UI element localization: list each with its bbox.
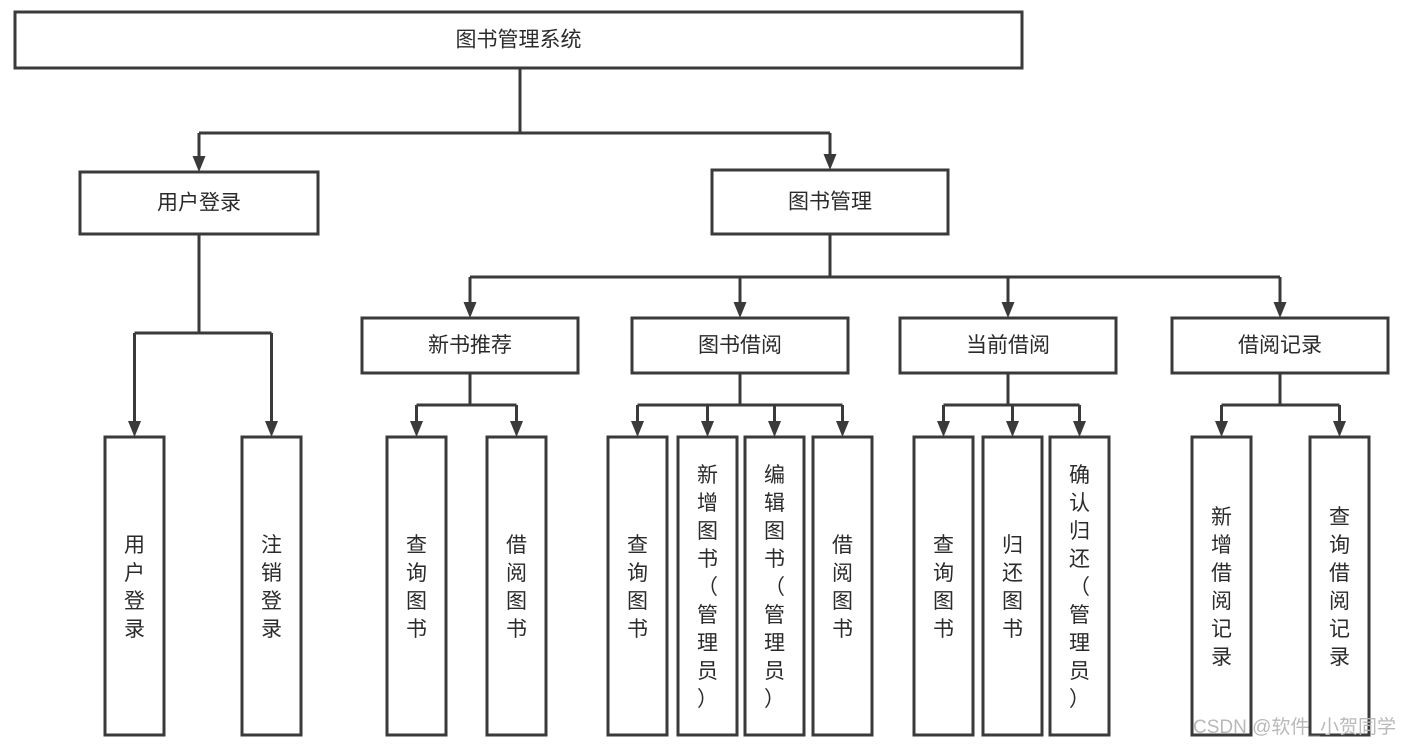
node-level2-new-book-recommend[interactable]: 新书推荐	[360, 316, 580, 375]
node-box[interactable]	[898, 316, 1118, 375]
node-box[interactable]	[1170, 316, 1390, 375]
node-box[interactable]	[485, 435, 548, 737]
arrow-head-icon	[1006, 421, 1019, 437]
node-leaf-leaf-edit-book-admin[interactable]: 编辑图书（管理员）	[743, 435, 806, 737]
node-label: 查询图书	[933, 534, 954, 641]
node-box[interactable]	[1190, 435, 1253, 737]
node-leaf-leaf-return-book[interactable]: 归还图书	[981, 435, 1044, 737]
nodes-layer: 图书管理系统用户登录图书管理新书推荐图书借阅当前借阅借阅记录用户登录注销登录查询…	[13, 10, 1390, 737]
arrow-head-icon	[733, 302, 747, 318]
arrow-head-icon	[128, 421, 141, 437]
node-level2-current-borrow[interactable]: 当前借阅	[898, 316, 1118, 375]
node-label: 图书管理	[788, 191, 872, 214]
node-box[interactable]	[811, 435, 874, 737]
node-label: 图书管理系统	[456, 29, 582, 52]
connector-group	[410, 373, 523, 437]
node-leaf-leaf-logout[interactable]: 注销登录	[240, 435, 303, 737]
node-label: 用户登录	[157, 192, 241, 215]
arrow-head-icon	[1273, 302, 1287, 318]
node-box[interactable]	[912, 435, 975, 737]
node-box[interactable]	[78, 170, 320, 236]
node-leaf-leaf-query-book-recommend[interactable]: 查询图书	[385, 435, 448, 737]
node-leaf-leaf-query-book-borrow[interactable]: 查询图书	[606, 435, 669, 737]
connectors-layer	[128, 68, 1346, 437]
arrow-head-icon	[1333, 421, 1346, 437]
connector-group	[463, 234, 1287, 318]
node-label: 确认归还（管理员）	[1069, 464, 1090, 711]
arrow-head-icon	[510, 421, 523, 437]
node-label: 借阅图书	[506, 534, 527, 641]
node-label: 借阅记录	[1238, 334, 1322, 357]
node-label: 注销登录	[261, 534, 282, 641]
node-box[interactable]	[981, 435, 1044, 737]
node-box[interactable]	[103, 435, 166, 737]
node-label: 查询图书	[627, 534, 648, 641]
node-box[interactable]	[606, 435, 669, 737]
node-label: 归还图书	[1002, 534, 1023, 641]
node-level2-book-borrow[interactable]: 图书借阅	[630, 316, 850, 375]
node-leaf-leaf-borrow-book[interactable]: 借阅图书	[811, 435, 874, 737]
node-leaf-leaf-borrow-book-recommend[interactable]: 借阅图书	[485, 435, 548, 737]
arrow-head-icon	[701, 421, 714, 437]
connector-group	[937, 373, 1086, 437]
node-level2-borrow-record[interactable]: 借阅记录	[1170, 316, 1390, 375]
node-level1-user-login[interactable]: 用户登录	[78, 170, 320, 236]
node-label: 新书推荐	[428, 334, 512, 357]
node-root-root[interactable]: 图书管理系统	[13, 10, 1024, 70]
connector-group	[631, 373, 849, 437]
connector-group	[128, 234, 278, 437]
node-box[interactable]	[360, 316, 580, 375]
arrow-head-icon	[192, 156, 206, 172]
node-label: 查询图书	[406, 534, 427, 641]
node-leaf-leaf-add-book-admin[interactable]: 新增图书（管理员）	[676, 435, 739, 737]
node-label: 新增借阅记录	[1211, 506, 1232, 669]
node-box[interactable]	[1048, 435, 1111, 737]
node-box[interactable]	[630, 316, 850, 375]
csdn-watermark: CSDN @软件_小贺同学	[1193, 716, 1396, 738]
node-label: 编辑图书（管理员）	[764, 464, 785, 711]
arrow-head-icon	[1073, 421, 1086, 437]
node-label: 图书借阅	[698, 334, 782, 357]
node-box[interactable]	[743, 435, 806, 737]
node-box[interactable]	[676, 435, 739, 737]
node-box[interactable]	[13, 10, 1024, 70]
node-leaf-leaf-user-login[interactable]: 用户登录	[103, 435, 166, 737]
connector-group	[1215, 373, 1346, 437]
arrow-head-icon	[1001, 302, 1015, 318]
node-label: 查询借阅记录	[1329, 506, 1350, 669]
node-box[interactable]	[710, 168, 950, 236]
arrow-head-icon	[937, 421, 950, 437]
node-box[interactable]	[385, 435, 448, 737]
node-box[interactable]	[1308, 435, 1371, 737]
node-box[interactable]	[240, 435, 303, 737]
arrow-head-icon	[768, 421, 781, 437]
arrow-head-icon	[631, 421, 644, 437]
node-label: 当前借阅	[966, 334, 1050, 357]
arrow-head-icon	[265, 421, 278, 437]
arrow-head-icon	[410, 421, 423, 437]
node-leaf-leaf-query-book-current[interactable]: 查询图书	[912, 435, 975, 737]
arrow-head-icon	[823, 154, 837, 170]
node-label: 新增图书（管理员）	[697, 464, 718, 711]
node-label: 借阅图书	[832, 534, 853, 641]
node-leaf-leaf-query-borrow-record[interactable]: 查询借阅记录	[1308, 435, 1371, 737]
arrow-head-icon	[836, 421, 849, 437]
arrow-head-icon	[1215, 421, 1228, 437]
connector-group	[192, 68, 837, 172]
node-leaf-leaf-add-borrow-record[interactable]: 新增借阅记录	[1190, 435, 1253, 737]
node-leaf-leaf-confirm-return-admin[interactable]: 确认归还（管理员）	[1048, 435, 1111, 737]
arrow-head-icon	[463, 302, 477, 318]
node-level1-book-manage[interactable]: 图书管理	[710, 168, 950, 236]
node-label: 用户登录	[124, 534, 145, 641]
